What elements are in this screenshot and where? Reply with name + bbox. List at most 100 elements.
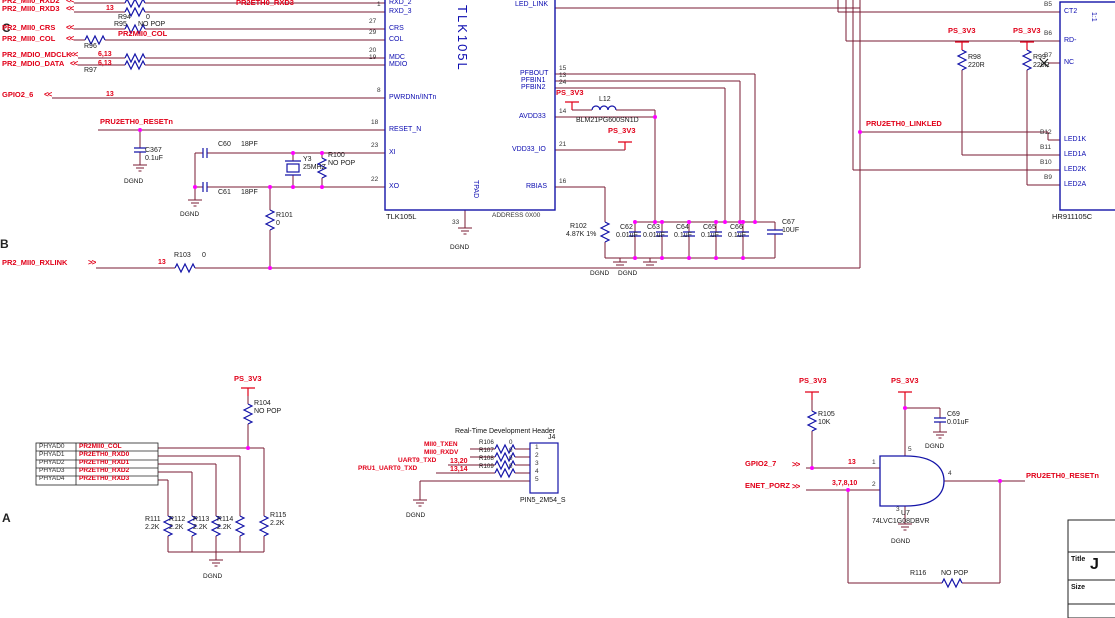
sheet-ref: 6,13 — [98, 51, 112, 58]
component-ref: U7 — [901, 510, 910, 517]
pin-number: 5 — [908, 446, 912, 453]
component-ref: R113 — [193, 516, 210, 523]
pin-number: 1 — [377, 1, 381, 8]
pin-name: RD- — [1064, 37, 1077, 44]
ground-label: DGND — [124, 178, 144, 185]
pin-name: RBIAS — [526, 183, 548, 190]
component-ref: C367 — [145, 147, 162, 154]
sheet-ref: 13 — [106, 91, 114, 98]
title-block-frame — [1067, 519, 1115, 618]
component-ref: 4.87K 1% — [566, 231, 597, 238]
sheet-ref: 13 — [106, 5, 114, 12]
component-ref: Y3 — [303, 156, 312, 163]
component-ref: J4 — [548, 434, 556, 441]
component-ref: R104 — [254, 400, 271, 407]
component-ref: NO POP — [941, 570, 969, 577]
zone-letter: C — [2, 21, 11, 35]
component-ref: R111 — [145, 516, 161, 523]
net-label: PS_3V3 — [948, 26, 976, 35]
net-label: PR2ETH0_RXD2 — [79, 467, 130, 474]
offpage-chevron: >> — [792, 482, 800, 491]
offpage-chevron: >> — [88, 258, 96, 267]
j4-connector-symbol — [529, 442, 559, 494]
text-label: PIN5_2M54_S — [520, 497, 566, 504]
component-ref: R97 — [84, 67, 97, 74]
component-ref: 10UF — [782, 227, 800, 234]
pin-name: NC — [1064, 59, 1075, 66]
pin-number: 1 — [872, 459, 876, 466]
component-ref: R103 — [174, 252, 191, 259]
component-ref: C63 — [647, 224, 660, 231]
component-ref: NO POP — [254, 408, 282, 415]
component-ref: C60 — [218, 141, 231, 148]
phyad-table — [35, 442, 159, 486]
zone-letter: B — [0, 237, 9, 251]
pin-number: B9 — [1044, 174, 1052, 181]
net-label: PS_3V3 — [608, 126, 636, 135]
title-block-title-label: Title — [1071, 556, 1086, 563]
net-label: PRU1_UART0_TXD — [358, 465, 418, 472]
component-ref: R114 — [217, 516, 234, 523]
capacitor-plates — [134, 147, 946, 423]
net-label: PR2_MDIO_DATA — [2, 59, 65, 68]
pin-number: 14 — [559, 108, 567, 115]
component-ref: 74LVC1G08DBVR — [872, 518, 930, 525]
pin-number: 18 — [371, 119, 379, 126]
component-ref: 2.2K — [217, 524, 232, 531]
sheet-ref: 13,20 — [450, 458, 468, 465]
pin-number: B11 — [1040, 144, 1052, 151]
pin-name-vertical: TPAD — [472, 180, 479, 199]
pin-name: MDC — [389, 54, 405, 61]
and-gate-symbol — [879, 455, 945, 507]
sheet-ref: 13 — [848, 459, 856, 466]
ground-label: DGND — [925, 443, 945, 450]
component-ref: R106 — [479, 439, 494, 446]
component-ref: C65 — [703, 224, 716, 231]
pin-name: MDIO — [389, 61, 408, 68]
pin-number: 3 — [896, 506, 900, 513]
pin-name: RESET_N — [389, 126, 422, 133]
pin-name: CRS — [389, 25, 404, 32]
pin-number: 20 — [369, 47, 377, 54]
part-name-vertical: TLK105L — [455, 5, 470, 72]
component-ref: 0 — [146, 14, 150, 21]
component-ref: 0.1uF — [145, 155, 163, 162]
component-ref: C62 — [620, 224, 633, 231]
component-ref: BLM21PG600SN1D — [576, 117, 639, 124]
offpage-chevron: >> — [792, 460, 800, 469]
component-ref: R105 — [818, 411, 835, 418]
component-ref: 2.2K — [145, 524, 160, 531]
component-ref: 220R — [1033, 62, 1050, 69]
pin-number: 23 — [371, 142, 379, 149]
title-block-big-letter: J — [1090, 556, 1099, 573]
component-ref: 0.1uF — [728, 232, 746, 239]
pin-number: 22 — [371, 176, 379, 183]
ground-label: DGND — [450, 244, 470, 251]
component-ref: R109 — [479, 463, 494, 470]
component-ref: 0.01uF — [616, 232, 638, 239]
offpage-chevron: << — [66, 0, 74, 5]
sheet-ref: 13 — [158, 259, 166, 266]
pin-number: 33 — [452, 219, 460, 226]
pin-number: B12 — [1040, 129, 1052, 136]
offpage-chevron: << — [70, 50, 78, 59]
component-ref: L12 — [599, 96, 611, 103]
pin-name: AVDD33 — [519, 113, 546, 120]
pin-number: B6 — [1044, 30, 1052, 37]
component-ref: R98 — [968, 54, 981, 61]
pin-number: PHYAD1 — [39, 451, 65, 458]
component-ref: R100 — [328, 152, 345, 159]
part-number: HR911105C — [1052, 212, 1093, 221]
net-label: PR2_MII0_CRS — [2, 23, 56, 32]
pin-number: PHYAD2 — [39, 459, 65, 466]
component-ref: 0 — [202, 252, 206, 259]
component-ref: C67 — [782, 219, 795, 226]
pin-name: LED1A — [1064, 151, 1087, 158]
sheet-ref: 13,14 — [450, 466, 468, 473]
pin-number: 8 — [377, 87, 381, 94]
sheet-ref: 6,13 — [98, 60, 112, 67]
component-ref: C61 — [218, 189, 231, 196]
component-ref: NO POP — [328, 160, 356, 167]
component-ref: R112 — [169, 516, 186, 523]
